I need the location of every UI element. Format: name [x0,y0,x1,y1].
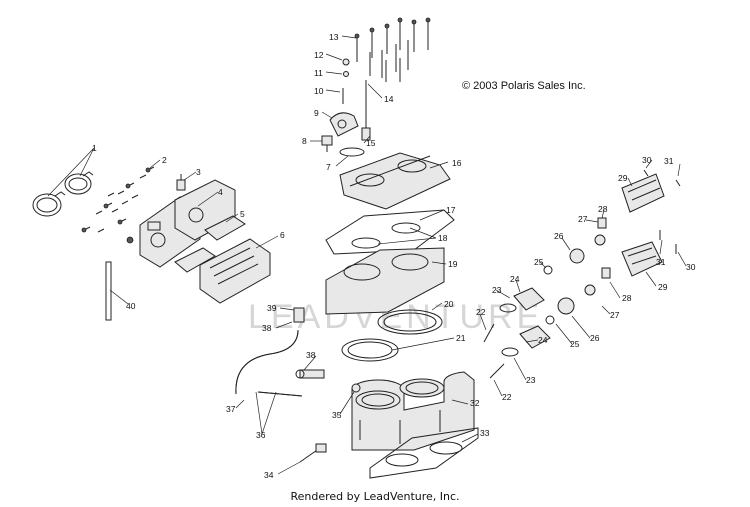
callout-18: 18 [438,233,448,243]
gasket-ring-a-part [377,309,443,335]
callout-31a: 31 [664,156,674,166]
nut-part [351,383,361,393]
callout-4: 4 [218,187,223,197]
reed-petals-part [174,215,246,273]
callout-31b: 31 [656,257,666,267]
callout-1: 1 [92,143,97,153]
callout-27a: 27 [578,214,588,224]
callout-11: 11 [314,68,323,78]
callout-5: 5 [240,209,245,219]
sensor-part [299,443,327,463]
callout-30a: 30 [642,155,652,165]
callout-37: 37 [226,404,236,414]
callout-38b: 38 [306,350,316,360]
callout-28a: 28 [598,204,608,214]
callout-22b: 22 [502,392,512,402]
callout-16: 16 [452,158,462,168]
spring-parts [597,217,611,279]
hose-clamps-part [32,171,94,217]
head-bolts-part [354,17,431,82]
footer-text: Rendered by LeadVenture, Inc. [290,490,460,503]
thermostat-housing-part [329,112,359,137]
gasket-ring-b-part [341,338,399,362]
callout-6: 6 [280,230,285,240]
callout-28b: 28 [622,293,632,303]
callout-34: 34 [264,470,274,480]
gasket-ring-a-inner [383,312,437,332]
small-o-rings [543,265,555,325]
callout-labels: 1 2 3 4 5 6 40 13 12 11 10 14 9 8 15 7 1… [92,32,696,480]
callout-12: 12 [314,50,324,60]
gasket-ring-b-inner [347,341,393,359]
callout-29a: 29 [618,173,628,183]
washer-nut-part [342,58,350,104]
callout-24a: 24 [510,274,520,284]
callout-25a: 25 [534,257,544,267]
reed-cage-part [199,238,271,304]
callout-23b: 23 [526,375,536,385]
copyright-text: © 2003 Polaris Sales Inc. [462,80,586,92]
callout-26a: 26 [554,231,564,241]
gasket-strip-part [105,261,112,321]
gaskets-right-part [499,303,519,357]
temp-sensor-part [361,80,371,141]
callout-9: 9 [314,108,319,118]
callout-15: 15 [366,138,376,148]
callout-36: 36 [256,430,266,440]
callout-40: 40 [126,301,136,311]
callout-22a: 22 [476,307,486,317]
head-o-rings-part [351,222,421,249]
valve-stems-part [483,323,505,379]
callout-33: 33 [480,428,490,438]
callout-39: 39 [267,303,277,313]
head-fitting-part [321,135,333,152]
callout-25b: 25 [570,339,580,349]
o-ring-part [339,147,365,157]
callout-27b: 27 [610,310,620,320]
leader-lines [47,35,687,475]
reed-valve-block-part [139,179,236,268]
callout-14: 14 [384,94,394,104]
callout-35: 35 [332,410,342,420]
callout-26b: 26 [590,333,600,343]
callout-13: 13 [329,32,339,42]
hose-fitting-part [295,369,325,379]
callout-17: 17 [446,205,456,215]
callout-2: 2 [162,155,167,165]
valve-cover-parts [513,287,551,349]
diaphragm-parts [557,234,606,315]
cylinder-head-part [325,247,445,315]
callout-30b: 30 [686,262,696,272]
reed-valve-bolts-part [81,166,155,244]
callout-3: 3 [196,167,201,177]
callout-24b: 24 [538,335,548,345]
callout-32: 32 [470,398,480,408]
callout-7: 7 [326,162,331,172]
base-gasket-part [369,427,479,479]
water-valve-lower-part [621,241,663,277]
screws-right-part [643,169,681,254]
water-hose-part [235,307,305,397]
callout-38a: 38 [262,323,272,333]
callout-21: 21 [456,333,466,343]
callout-20: 20 [444,299,454,309]
callout-10: 10 [314,86,324,96]
callout-23a: 23 [492,285,502,295]
cylinder-head-cover-part [339,152,451,210]
callout-19: 19 [448,259,458,269]
fitting-part [176,174,186,191]
cylinder-block-part [351,371,475,451]
water-valve-right-part [621,173,665,213]
callout-29b: 29 [658,282,668,292]
head-gasket-part [325,209,455,255]
callout-8: 8 [302,136,307,146]
